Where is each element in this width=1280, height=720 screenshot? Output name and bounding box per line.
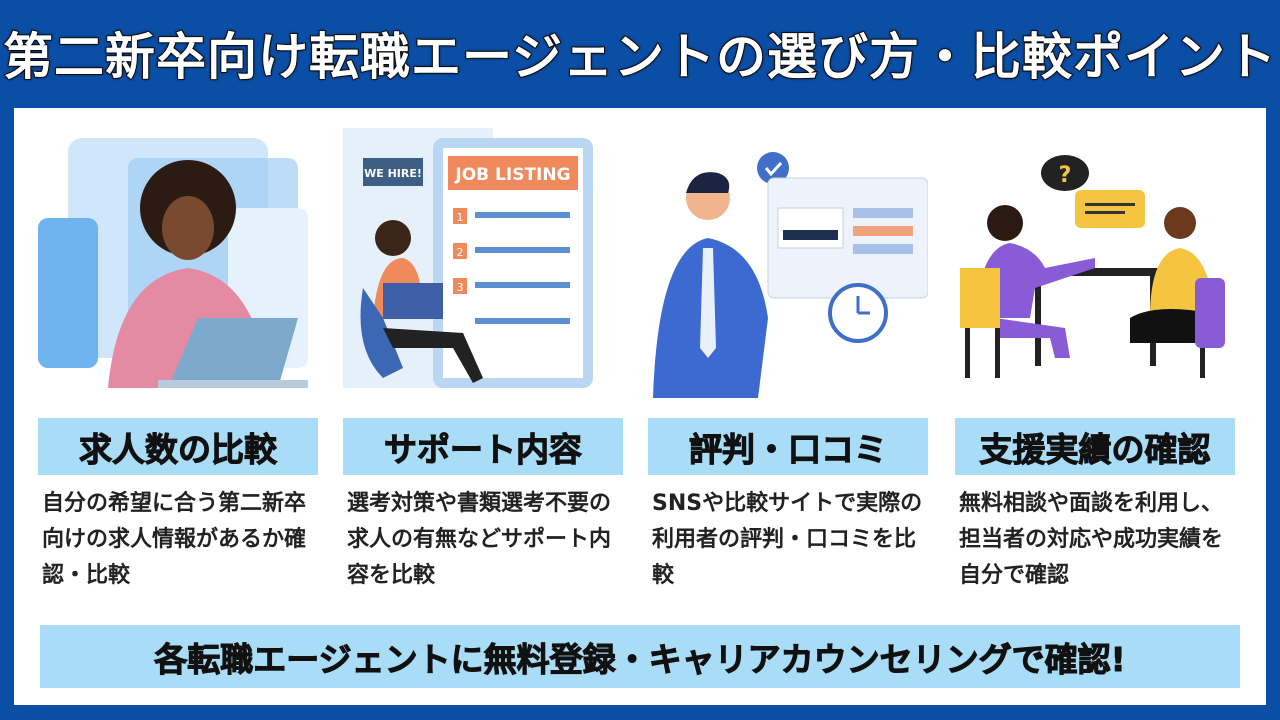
card-heading: 評判・口コミ: [648, 418, 928, 475]
content-panel: 求人数の比較 自分の希望に合う第二新卒向けの求人情報があるか確認・比較 WE H…: [14, 108, 1266, 705]
card-heading: 支援実績の確認: [955, 418, 1235, 475]
card-description: 無料相談や面談を利用し、担当者の対応や成功実績を自分で確認: [959, 491, 1224, 588]
woman-with-laptop-illustration: [38, 138, 308, 388]
sign-text: WE HIRE!: [364, 167, 422, 180]
call-to-action-banner: 各転職エージェントに無料登録・キャリアカウンセリングで確認!: [40, 625, 1240, 688]
card-heading: サポート内容: [343, 418, 623, 475]
question-mark: ?: [1059, 163, 1072, 188]
card-heading: 求人数の比較: [38, 418, 318, 475]
card-description: 自分の希望に合う第二新卒向けの求人情報があるか確認・比較: [42, 491, 307, 588]
man-with-checklist-illustration: [653, 152, 928, 398]
board-title: JOB LISTING: [454, 165, 570, 185]
job-listing-illustration: WE HIRE! JOB LISTING 1 2 3: [343, 128, 593, 388]
list-number: 3: [457, 281, 464, 294]
card-description: SNSや比較サイトで実際の利用者の評判・口コミを比較: [652, 491, 923, 588]
card-description: 選考対策や書類選考不要の求人の有無などサポート内容を比較: [347, 491, 612, 588]
list-number: 2: [457, 246, 464, 259]
consultation-illustration: ?: [960, 155, 1225, 378]
list-number: 1: [457, 211, 464, 224]
page-title: 第二新卒向け転職エージェントの選び方・比較ポイント: [2, 27, 1277, 87]
